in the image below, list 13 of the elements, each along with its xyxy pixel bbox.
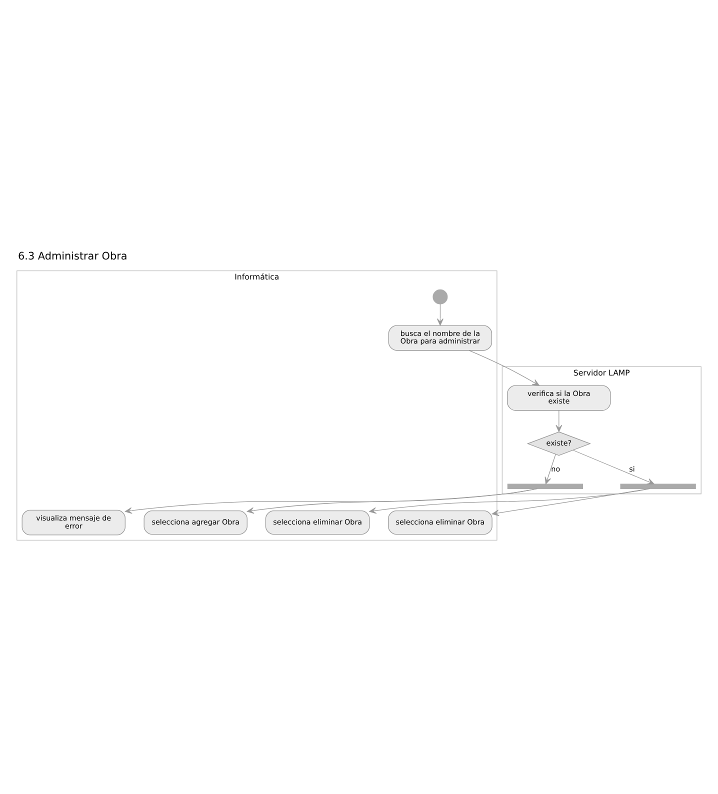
arrow xyxy=(544,454,556,484)
node-bar xyxy=(507,484,584,489)
arrow xyxy=(436,304,444,326)
arrow xyxy=(572,450,654,485)
diagram-title: 6.3 Administrar Obra xyxy=(18,250,128,263)
arrow xyxy=(246,488,538,514)
arrow xyxy=(124,488,538,514)
node-circle xyxy=(432,289,448,304)
arrow xyxy=(468,350,540,386)
node-bar xyxy=(620,484,696,489)
arrow xyxy=(369,488,650,514)
arrow xyxy=(492,488,649,516)
arrow xyxy=(556,410,562,432)
